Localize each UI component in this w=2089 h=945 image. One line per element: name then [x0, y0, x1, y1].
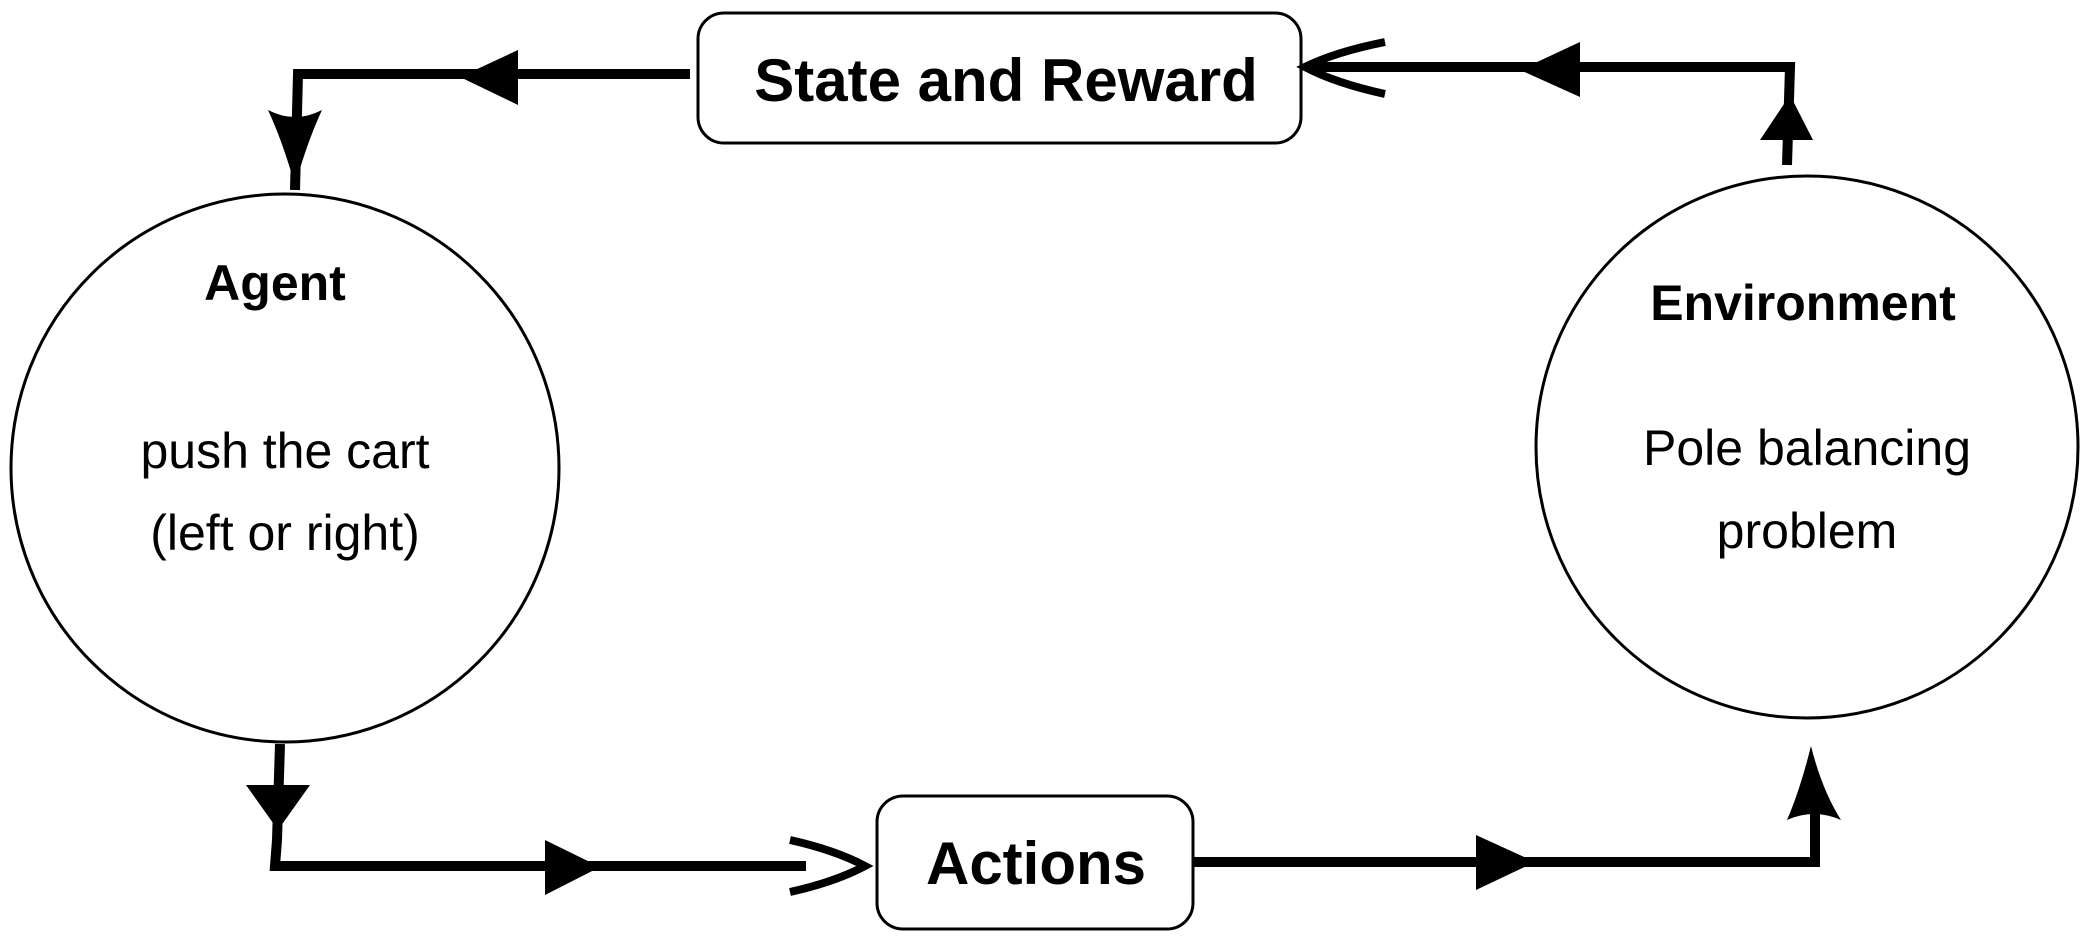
filled-triangle-arrow-icon [1520, 42, 1580, 97]
environment-line-1: Pole balancing [1643, 420, 1971, 476]
filled-triangle-arrow-icon [1476, 835, 1535, 890]
filled-triangle-arrow-icon [268, 110, 322, 185]
state-reward-label: State and Reward [754, 47, 1257, 114]
environment-line-2: problem [1717, 503, 1898, 559]
environment-circle [1534, 174, 2080, 720]
environment-node: Environment Pole balancing problem [1534, 174, 2080, 720]
agent-to-actions-line [269, 743, 806, 871]
open-chevron-arrow-icon [1296, 38, 1386, 98]
open-chevron-arrow-icon [789, 836, 874, 896]
connector-agent-to-actions [246, 743, 874, 896]
filled-triangle-arrow-icon [246, 785, 310, 830]
actions-box: Actions [875, 794, 1195, 931]
actions-label: Actions [926, 830, 1146, 897]
agent-node: Agent push the cart (left or right) [9, 192, 561, 744]
filled-triangle-arrow-icon [545, 840, 600, 895]
environment-title: Environment [1650, 275, 1956, 331]
agent-line-1: push the cart [140, 423, 429, 479]
connector-actions-to-environment [1193, 746, 1841, 890]
state-reward-box: State and Reward [696, 11, 1303, 145]
filled-triangle-arrow-icon [1787, 746, 1841, 820]
connector-environment-to-state [1296, 38, 1813, 166]
agent-circle [9, 192, 561, 744]
state-reward-rect [696, 11, 1303, 145]
agent-line-2: (left or right) [150, 505, 420, 561]
filled-triangle-arrow-icon [460, 50, 518, 105]
agent-title: Agent [204, 255, 346, 311]
filled-triangle-arrow-icon [1760, 95, 1813, 140]
connector-state-to-agent [268, 50, 690, 191]
